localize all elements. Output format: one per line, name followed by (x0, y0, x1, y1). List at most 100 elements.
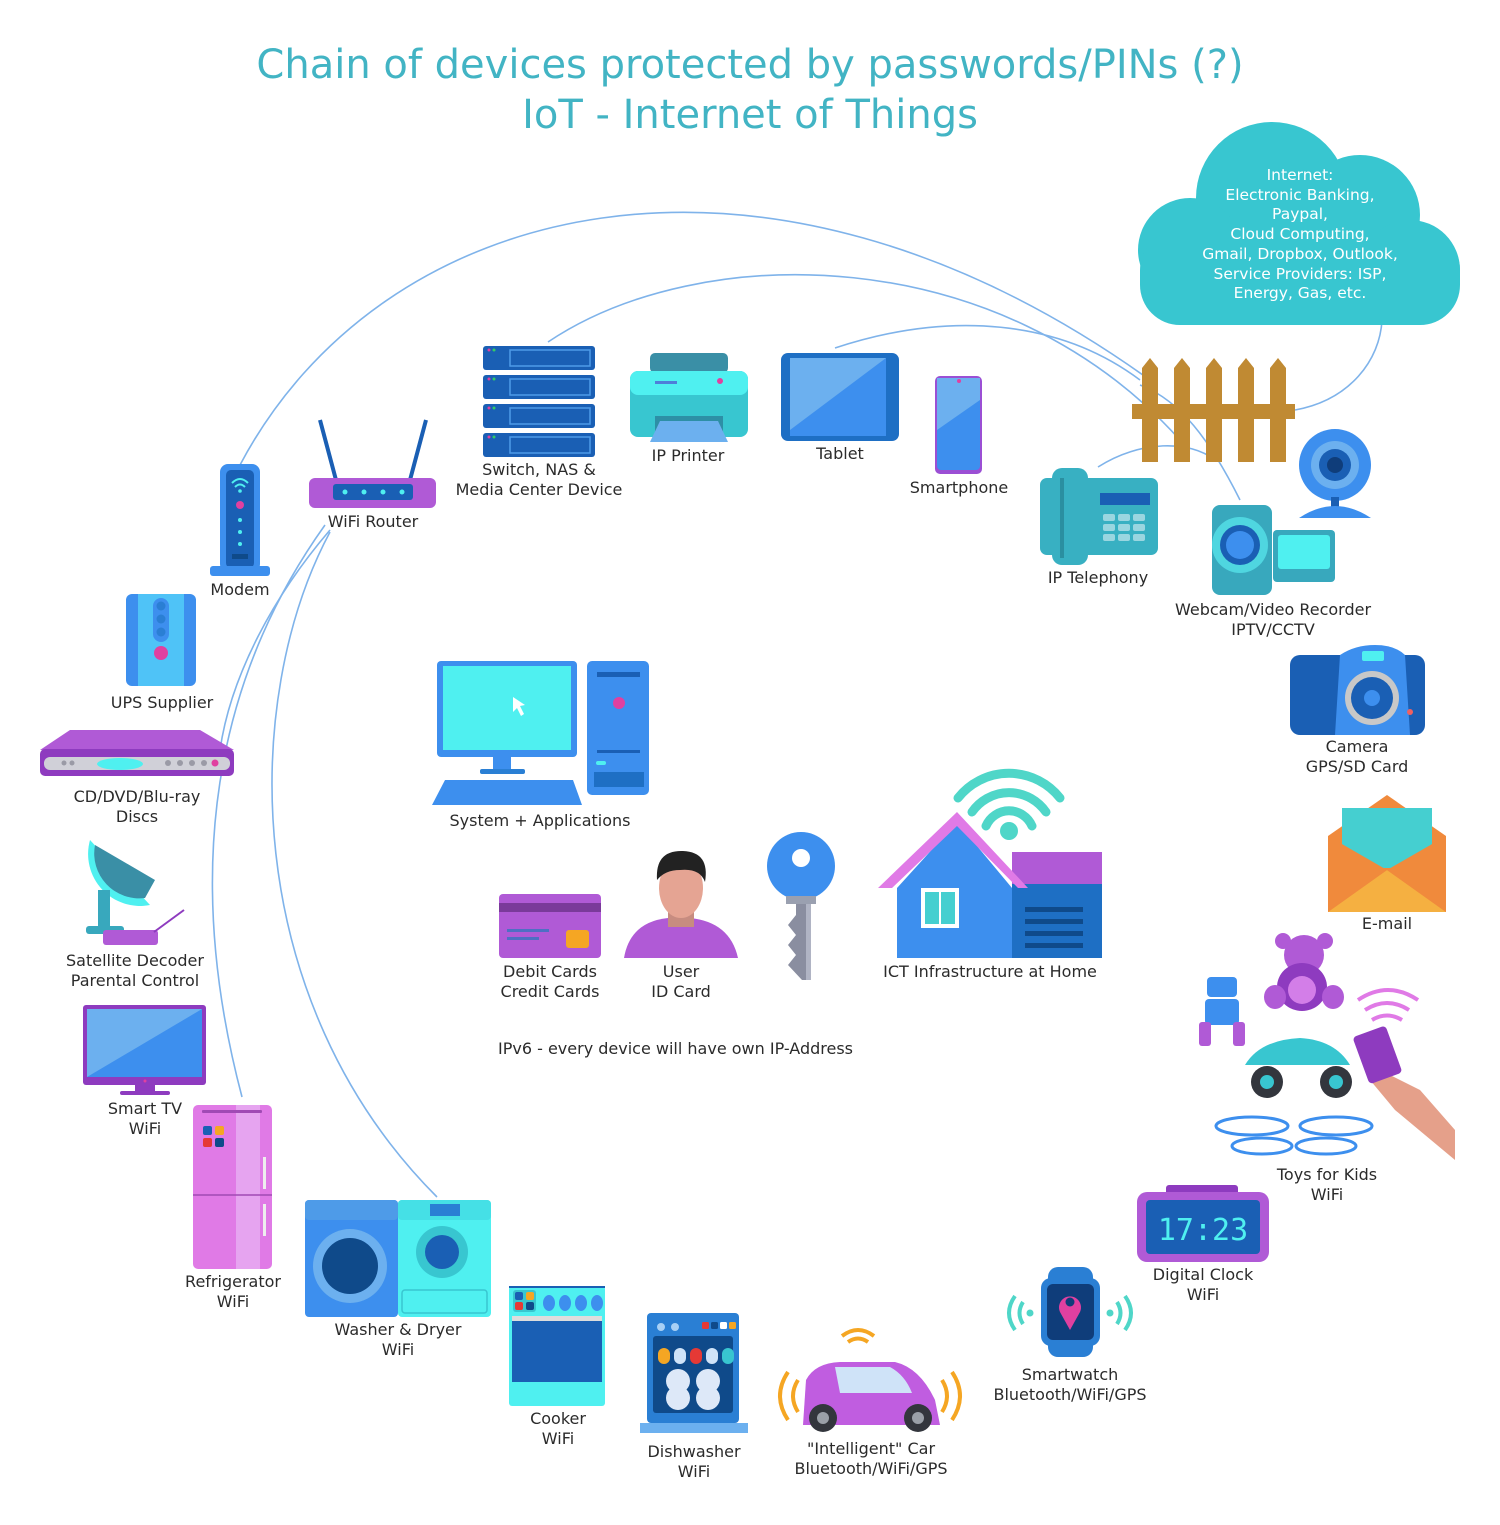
cloud-line: Gmail, Dropbox, Outlook, (1202, 244, 1398, 263)
smart-home-icon (878, 768, 1102, 958)
webcam-icon (1299, 429, 1371, 518)
washer-dryer-icon (305, 1200, 491, 1317)
key-icon (767, 832, 835, 980)
label-line: Washer & Dryer (334, 1320, 462, 1339)
connector-switch-firewall (547, 273, 1181, 441)
fence-firewall-icon (1132, 358, 1295, 462)
smartphone-icon (935, 376, 982, 474)
tablet-icon (781, 353, 899, 441)
cloud-line: Energy, Gas, etc. (1233, 284, 1367, 303)
label-line: WiFi (381, 1340, 415, 1359)
smartwatch-icon (1007, 1267, 1133, 1357)
toys-icon (1199, 933, 1455, 1160)
label-tablet: Tablet (816, 444, 864, 464)
label-switch: Switch, NAS &Media Center Device (456, 460, 623, 500)
label-router: WiFi Router (328, 512, 419, 532)
label-line: CD/DVD/Blu-ray (73, 787, 201, 806)
label-line: UPS Supplier (110, 693, 214, 712)
cloud-icon (1138, 122, 1460, 325)
printer-icon (630, 353, 748, 442)
dishwasher-icon (640, 1313, 748, 1433)
cloud-line: Internet: (1266, 166, 1334, 184)
label-line: Bluetooth/WiFi/GPS (993, 1385, 1147, 1404)
cloud-line: Cloud Computing, (1230, 225, 1370, 244)
label-line: Smartwatch (1021, 1365, 1119, 1384)
label-line: WiFi (677, 1462, 711, 1481)
label-line: Discs (115, 807, 159, 826)
label-line: Debit Cards (503, 962, 597, 981)
label-line: GPS/SD Card (1305, 757, 1409, 776)
label-line: WiFi (1186, 1285, 1220, 1304)
cloud-line: Service Providers: ISP, (1213, 264, 1387, 283)
label-line: Credit Cards (500, 982, 600, 1001)
label-line: WiFi (216, 1292, 250, 1311)
desktop-computer-icon (432, 661, 649, 805)
connector-tablet-firewall (834, 324, 1141, 381)
email-icon (1328, 795, 1446, 912)
clock-display: 17:23 (1158, 1213, 1248, 1248)
label-line: Media Center Device (455, 480, 623, 499)
label-line: Webcam/Video Recorder (1174, 600, 1372, 619)
wifi-router-icon (309, 419, 436, 508)
video-recorder-icon (1212, 505, 1335, 595)
rc-car-icon (1245, 1038, 1352, 1098)
label-line: WiFi (128, 1119, 162, 1138)
label-line: Cooker (530, 1409, 586, 1428)
label-line: User (662, 962, 700, 981)
teddy-bear-icon (1264, 933, 1344, 1011)
label-line: Parental Control (70, 971, 200, 990)
label-line: Dishwasher (647, 1442, 741, 1461)
cloud-label: Internet: Electronic Banking, Paypal, Cl… (1202, 166, 1398, 304)
label-ups: UPS Supplier (111, 693, 214, 713)
label-smartphone: Smartphone (910, 478, 1008, 498)
connector-cloud-firewall (1294, 319, 1383, 411)
label-line: "Intelligent" Car (806, 1439, 936, 1458)
robot-icon (1199, 977, 1245, 1046)
label-line: Digital Clock (1152, 1265, 1254, 1284)
user-avatar-icon (624, 850, 738, 958)
cloud-line: Paypal, (1272, 205, 1328, 224)
disc-player-icon (40, 730, 234, 776)
label-line: Bluetooth/WiFi/GPS (794, 1459, 948, 1478)
label-line: Camera (1325, 737, 1389, 756)
label-home: ICT Infrastructure at Home (883, 962, 1097, 982)
camera-icon (1290, 645, 1425, 735)
label-line: IPTV/CCTV (1231, 620, 1315, 639)
ups-icon (126, 594, 196, 686)
credit-card-icon (499, 894, 601, 958)
label-telephony: IP Telephony (1048, 568, 1148, 588)
label-modem: Modem (210, 580, 269, 600)
label-line: Refrigerator (185, 1272, 281, 1291)
connector-router-disc (219, 529, 331, 751)
connector-phone-firewall (1097, 445, 1216, 468)
drone-icon (1214, 1115, 1374, 1156)
ip-phone-icon (1040, 468, 1158, 565)
label-line: Switch, NAS & (482, 460, 596, 479)
label-line: IP Telephony (1047, 568, 1149, 587)
label-computer: System + Applications (450, 811, 631, 831)
label-line: ID Card (651, 982, 711, 1001)
label-line: System + Applications (449, 811, 631, 830)
label-printer: IP Printer (652, 446, 725, 466)
refrigerator-icon (193, 1105, 272, 1269)
label-line: E-mail (1361, 914, 1413, 933)
label-line: Satellite Decoder (66, 951, 204, 970)
modem-icon (210, 464, 270, 576)
server-rack-icon (483, 346, 595, 457)
label-line: Smart TV (107, 1099, 183, 1118)
connector-modem-firewall (239, 211, 1151, 466)
label-line: Modem (210, 580, 270, 599)
